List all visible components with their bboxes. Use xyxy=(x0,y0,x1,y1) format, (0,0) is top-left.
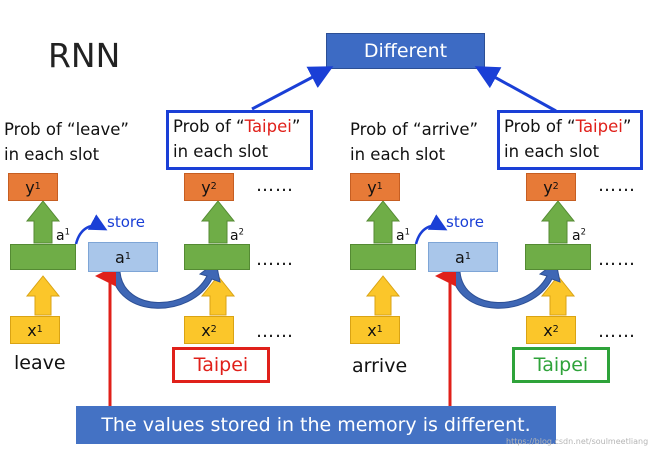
store-arrow-left xyxy=(74,214,108,245)
h1-to-y1-arrow-left xyxy=(25,200,61,244)
arrow-left-to-different xyxy=(251,66,334,111)
store-label-left: store xyxy=(107,213,145,231)
x1-to-h1-arrow-left xyxy=(25,275,61,316)
h2-to-y2-arrow-left xyxy=(200,200,236,244)
dots-h-left: …… xyxy=(256,249,294,270)
hidden-layer-2-left xyxy=(184,244,250,270)
memory-difference-banner: The values stored in the memory is diffe… xyxy=(76,406,556,444)
hidden-layer-2-right xyxy=(525,244,591,270)
dots-h-right: …… xyxy=(598,249,636,270)
prob-text-arrive: Prob of “arrive” in each slot xyxy=(350,120,479,164)
dots-y-left: …… xyxy=(256,175,294,196)
store-arrow-right xyxy=(414,214,448,245)
x1-to-h1-arrow-right xyxy=(365,275,401,316)
dots-y-right: …… xyxy=(598,175,636,196)
word-box-taipei-right: Taipei xyxy=(512,347,610,383)
prob-text-leave: Prob of “leave” in each slot xyxy=(4,120,129,164)
diagram-title: RNN xyxy=(48,36,121,75)
different-box: Different xyxy=(326,33,485,69)
h1-to-y1-arrow-right xyxy=(365,200,401,244)
prob-frame-taipei-right: Prob of “Taipei” in each slot xyxy=(497,110,643,170)
x2-to-h2-arrow-left xyxy=(200,275,236,316)
hidden-layer-1-right xyxy=(350,244,416,270)
arrow-right-to-different xyxy=(474,66,557,113)
a1-label-left: a1 xyxy=(56,226,70,244)
hidden-layer-1-left xyxy=(10,244,76,270)
watermark-text: https://blog.csdn.net/soulmeetliang xyxy=(506,437,649,446)
a1-label-right: a1 xyxy=(396,226,410,244)
memory-flow-arrow-left xyxy=(111,261,221,309)
word-leave: leave xyxy=(14,352,66,374)
a2-label-right: a2 xyxy=(572,226,586,244)
store-label-right: store xyxy=(446,213,484,231)
word-box-taipei-left: Taipei xyxy=(172,347,270,383)
a2-label-left: a2 xyxy=(230,226,244,244)
x2-to-h2-arrow-right xyxy=(540,275,576,316)
word-arrive: arrive xyxy=(352,355,408,377)
dots-x-right: …… xyxy=(598,321,636,342)
prob-frame-taipei-left: Prob of “Taipei” in each slot xyxy=(166,110,313,170)
h2-to-y2-arrow-right xyxy=(540,200,576,244)
dots-x-left: …… xyxy=(256,321,294,342)
memory-flow-arrow-right xyxy=(451,261,561,309)
